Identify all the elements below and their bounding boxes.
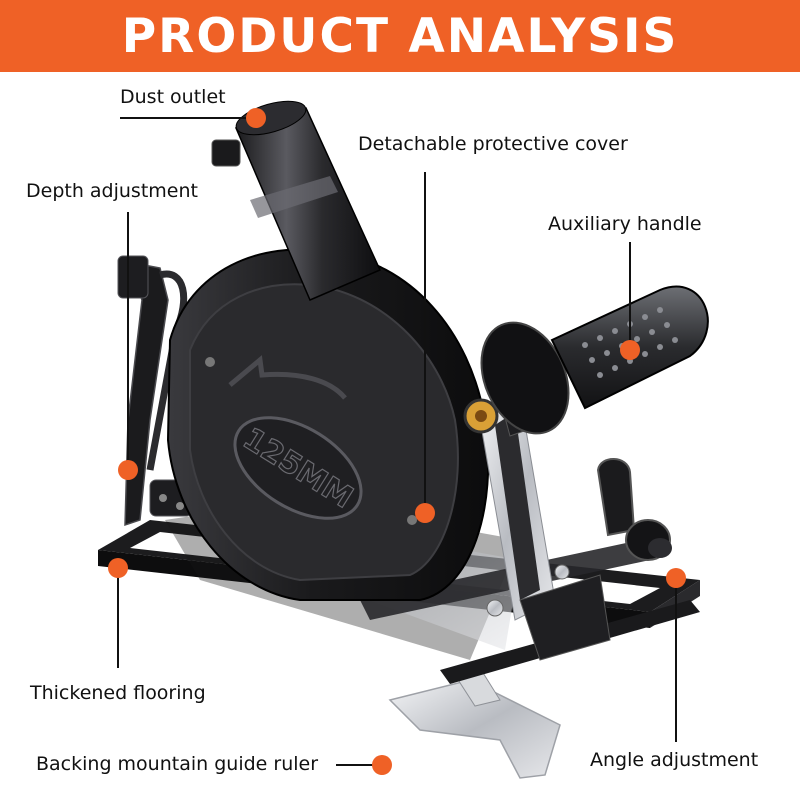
title-banner: PRODUCT ANALYSIS xyxy=(0,0,800,72)
marker-thickened-flooring xyxy=(108,558,128,578)
label-auxiliary-handle: Auxiliary handle xyxy=(548,213,702,235)
guide-ruler xyxy=(388,667,561,779)
marker-angle-adjustment xyxy=(666,568,686,588)
page-title: PRODUCT ANALYSIS xyxy=(121,8,679,64)
label-guide-ruler: Backing mountain guide ruler xyxy=(36,753,319,775)
label-dust-outlet: Dust outlet xyxy=(120,86,226,108)
marker-guide-ruler xyxy=(372,755,392,775)
label-depth-adjustment: Depth adjustment xyxy=(26,180,198,202)
marker-protective-cover xyxy=(415,503,435,523)
marker-dust-outlet xyxy=(246,108,266,128)
protective-cover: 125MM xyxy=(166,248,490,601)
label-angle-adjustment: Angle adjustment xyxy=(590,749,759,771)
markers xyxy=(108,108,686,775)
marker-depth-adjustment xyxy=(118,460,138,480)
marker-auxiliary-handle xyxy=(620,340,640,360)
label-protective-cover: Detachable protective cover xyxy=(358,133,628,155)
angle-adjustment-knob xyxy=(486,458,672,661)
label-thickened-flooring: Thickened flooring xyxy=(30,682,206,704)
